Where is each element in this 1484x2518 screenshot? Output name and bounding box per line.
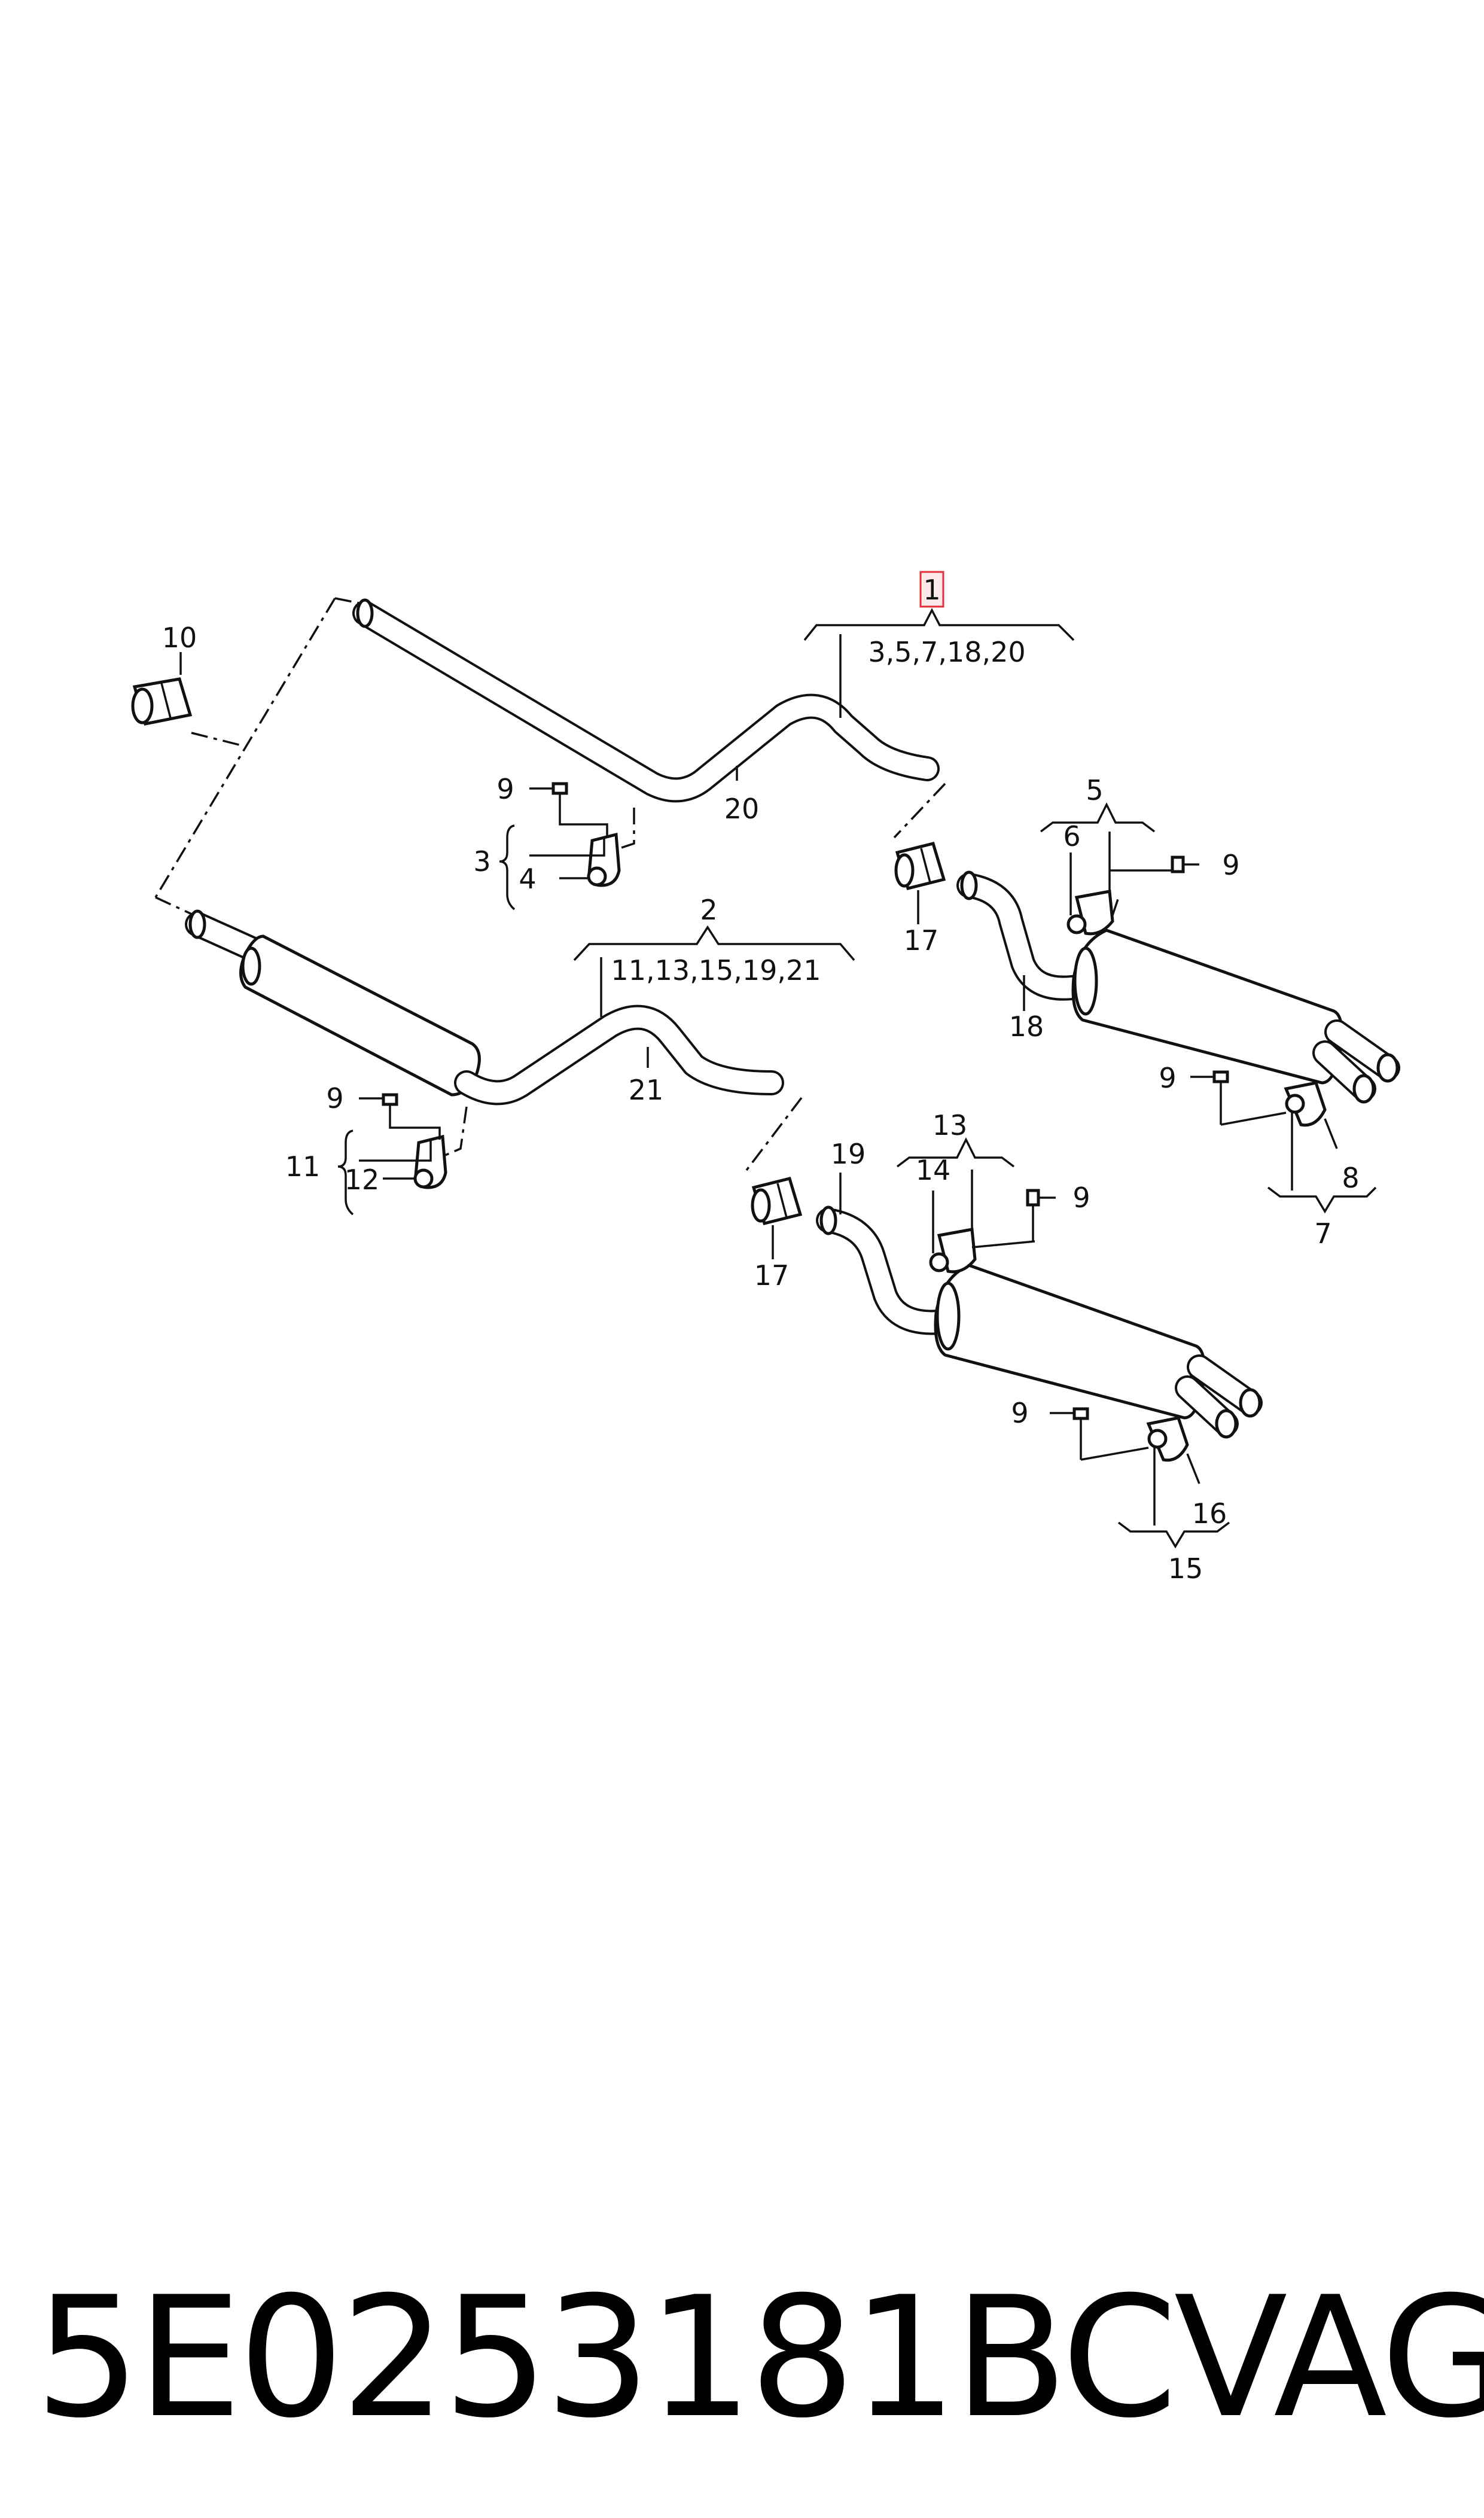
callout-9-f: 9 [1011,1397,1028,1429]
callout-4: 4 [519,863,536,895]
callout-9-a: 9 [496,773,514,805]
callout-9-b: 9 [326,1082,343,1115]
callout-20: 20 [724,793,760,825]
callout-16: 16 [1192,1497,1227,1530]
callout-18: 18 [1009,1010,1044,1043]
callout-11: 11 [285,1150,321,1183]
callout-1: 1 [923,574,940,606]
bracket-part-4 [587,832,621,887]
exhaust-system-diagram: 1 3,5,7,18,20 2 11,13,15,19,21 3 4 5 6 7… [131,571,1400,1585]
bolt-part-9-d [1212,1070,1229,1125]
bracket-part-6 [1066,890,1114,936]
callout-12: 12 [345,1164,380,1196]
callout-2: 2 [700,894,717,926]
bolt-part-9-c [1171,855,1199,873]
callout-17-lower: 17 [754,1259,790,1292]
part-number: 5E0253181BC [35,2261,1178,2455]
brand-label: VAG [1174,2261,1484,2455]
bracket-part-14 [929,1228,977,1274]
footer: 5E0253181BC VAG [35,2237,1484,2455]
callout-6: 6 [1063,820,1080,852]
callout-9-d: 9 [1159,1062,1176,1094]
callout-19: 19 [831,1138,866,1170]
bracket-part-8 [1284,1081,1327,1127]
callout-7: 7 [1314,1217,1331,1250]
rear-silencer-part-19 [816,1205,1263,1439]
callout-9-e: 9 [1072,1182,1090,1214]
front-pipe-part-20 [352,598,940,803]
callout-14: 14 [916,1154,951,1186]
clamp-part-17-lower [751,1176,803,1226]
callout-3: 3 [473,845,490,878]
set-bracket-2 [573,925,855,961]
clamp-part-10 [131,677,193,726]
highlight-box-1 [919,571,944,608]
callout-5: 5 [1086,774,1103,806]
set-bracket-1 [803,608,1075,641]
callout-1-components: 3,5,7,18,20 [868,636,1025,668]
callout-2-components: 11,13,15,19,21 [611,954,821,987]
callout-15: 15 [1168,1552,1203,1585]
callout-13: 13 [933,1109,968,1141]
middle-silencer-part-21 [185,909,784,1106]
callout-8: 8 [1342,1162,1359,1194]
bolt-part-9-f [1072,1407,1089,1460]
callout-21: 21 [629,1074,664,1106]
bracket-part-16 [1146,1416,1189,1462]
bolt-part-9-a [551,782,568,811]
clamp-part-17-upper [894,841,946,891]
bolt-part-9-b [382,1093,398,1122]
rear-silencer-part-18 [956,870,1400,1104]
callout-17-upper: 17 [904,924,939,957]
callout-9-c: 9 [1222,849,1239,881]
bolt-part-9-e [1026,1189,1056,1241]
callout-10: 10 [162,622,197,654]
